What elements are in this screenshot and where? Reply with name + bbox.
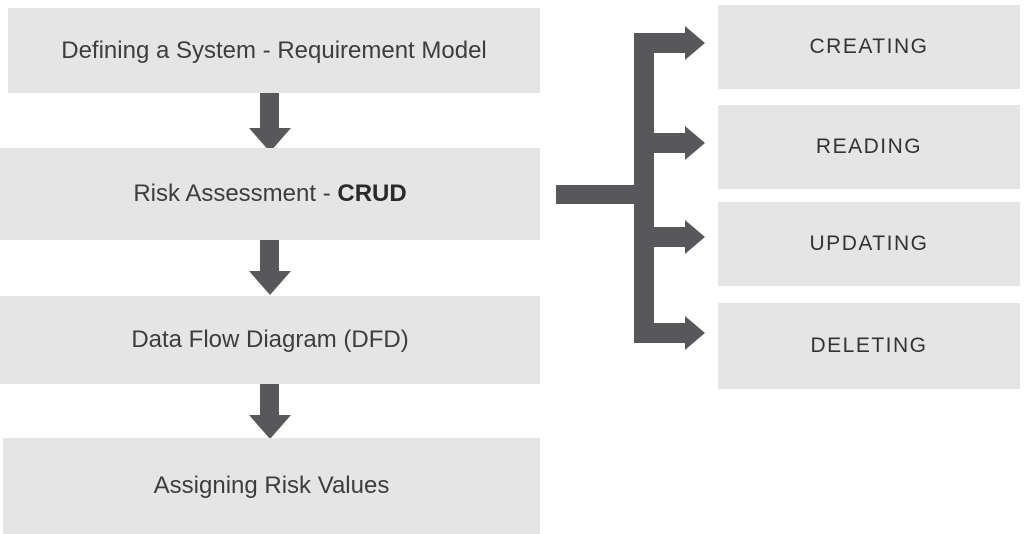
step-label: Defining a System - Requirement Model: [61, 36, 487, 64]
step-box-risk-assessment: Risk Assessment - CRUD: [0, 148, 540, 240]
branch-arrow-bar: [654, 227, 685, 247]
right-arrow-head-icon: [685, 26, 705, 60]
step-label: Data Flow Diagram (DFD): [131, 326, 409, 353]
crud-box-updating: UPDATING: [718, 202, 1020, 286]
right-arrow-head-icon: [685, 220, 705, 254]
down-arrow-icon: [249, 384, 291, 440]
down-arrow-head: [249, 271, 291, 295]
right-arrow-head-icon: [685, 316, 705, 350]
step-box-dfd: Data Flow Diagram (DFD): [0, 296, 540, 384]
right-arrow-head-icon: [685, 126, 705, 160]
step-label-bold: CRUD: [337, 180, 407, 207]
down-arrow-bar: [260, 93, 279, 128]
branch-connector: [556, 26, 705, 350]
down-arrow-icon: [249, 240, 291, 296]
crud-label: DELETING: [810, 334, 928, 357]
crud-box-reading: READING: [718, 105, 1020, 189]
crud-label: READING: [815, 135, 923, 158]
branch-stem-bar: [556, 185, 634, 204]
down-arrow-bar: [260, 240, 279, 271]
step-label: Assigning Risk Values: [153, 472, 390, 499]
branch-arrow-bar: [654, 133, 685, 153]
crud-box-creating: CREATING: [718, 5, 1020, 89]
down-arrow-icon: [249, 93, 291, 153]
down-arrow-head: [249, 415, 291, 439]
crud-label: UPDATING: [809, 232, 929, 255]
branch-arrow-bar: [654, 323, 685, 343]
step-box-requirement-model: Defining a System - Requirement Model: [8, 8, 540, 93]
step-label: Risk Assessment - CRUD: [133, 180, 406, 208]
step-box-risk-values: Assigning Risk Values: [3, 438, 540, 534]
down-arrow-bar: [260, 384, 279, 415]
crud-box-deleting: DELETING: [718, 303, 1020, 389]
branch-arrow-bar: [654, 33, 685, 53]
crud-label: CREATING: [809, 35, 929, 58]
branch-trunk-bar: [634, 33, 654, 343]
step-label-prefix: Risk Assessment -: [133, 180, 338, 207]
